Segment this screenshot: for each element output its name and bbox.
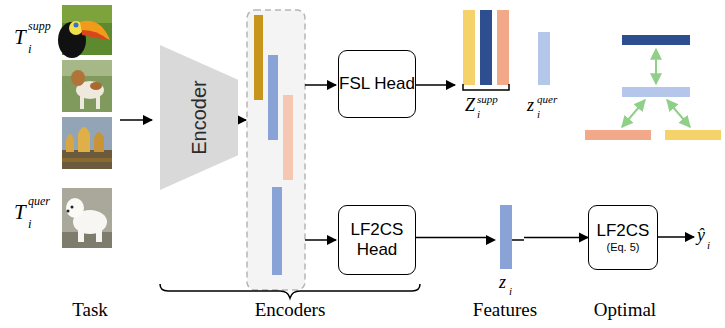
math-symbol: ŷ xyxy=(697,226,705,246)
math-symbol: quer xyxy=(537,93,557,105)
feature-bars xyxy=(463,10,550,90)
temple-photo xyxy=(62,117,112,169)
fsl-head-box: FSL Head xyxy=(338,50,416,118)
math-symbol: z xyxy=(499,273,506,293)
node-text-group: FSL Head xyxy=(339,74,415,94)
node-text-group: LF2CS(Eq. 5) xyxy=(597,221,650,253)
stage-caption: Features xyxy=(473,300,537,321)
math-symbol: i xyxy=(707,239,710,251)
math-symbol: z xyxy=(527,96,534,116)
dog-photo xyxy=(62,60,112,112)
math-symbol: i xyxy=(28,217,32,231)
input-arrow xyxy=(120,119,152,121)
lf2cs-head-box: LF2CS Head xyxy=(338,205,416,275)
math-symbol: supp xyxy=(477,93,498,105)
encoder-trapezoid: Encoder xyxy=(160,45,238,190)
stage-caption: Task xyxy=(72,300,108,321)
encoder-outputs-group xyxy=(247,10,305,290)
bar-ground xyxy=(488,205,524,271)
encoder-arrow xyxy=(238,119,246,121)
output-arrow xyxy=(658,236,694,238)
encoders-brace xyxy=(160,284,420,298)
math-symbol: Z xyxy=(465,96,475,116)
node-title: Encoder xyxy=(188,80,211,155)
prototype-graph xyxy=(585,35,721,140)
node-text-group: Encoder xyxy=(188,80,211,155)
stage-caption: Encoders xyxy=(255,300,326,321)
node-title: FSL Head xyxy=(339,74,415,94)
math-symbol: supp xyxy=(28,20,51,33)
feature-arrow xyxy=(305,84,336,86)
math-symbol: i xyxy=(537,108,540,120)
connector-stub xyxy=(512,239,524,241)
math-symbol: i xyxy=(477,108,480,120)
node-title: LF2CS xyxy=(597,221,650,241)
feature-arrow xyxy=(305,239,336,241)
node-title: LF2CS Head xyxy=(339,220,415,259)
node-note: (Eq. 5) xyxy=(606,241,639,254)
trapezoid-shape xyxy=(160,45,238,190)
math-symbol: i xyxy=(509,285,512,297)
query-feature-bar xyxy=(500,205,512,269)
arrow-head xyxy=(486,235,496,245)
math-symbol: quer xyxy=(28,195,50,208)
lf2cs-optimal-box: LF2CS(Eq. 5) xyxy=(588,205,658,270)
node-text-group: LF2CS Head xyxy=(339,220,415,259)
math-symbol: i xyxy=(28,42,32,56)
toucan-photo xyxy=(58,5,112,58)
math-symbol: T xyxy=(14,201,26,224)
math-symbol: T xyxy=(14,26,26,49)
stage-caption: Optimal xyxy=(594,300,656,321)
white-dog-photo xyxy=(62,188,112,248)
